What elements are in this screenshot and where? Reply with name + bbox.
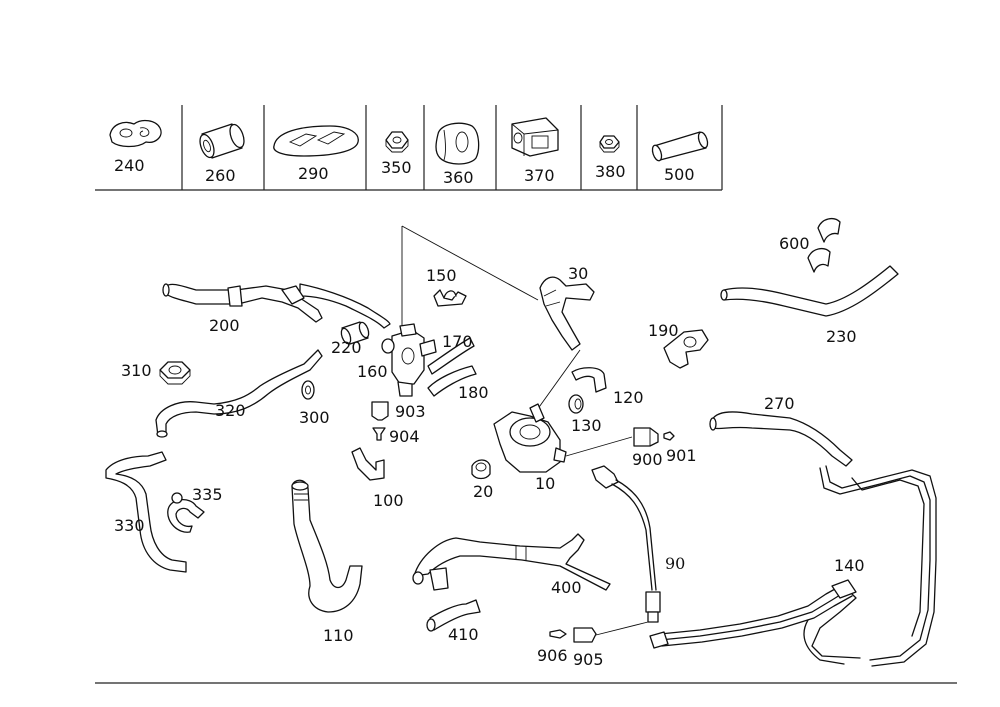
hose-410 xyxy=(426,599,481,632)
hose-120 xyxy=(571,367,607,393)
pin-901 xyxy=(663,431,675,441)
line-assembly-140 xyxy=(649,465,937,667)
label-906: 906 xyxy=(537,646,568,665)
label-901: 901 xyxy=(666,446,697,465)
legend-label-260: 260 xyxy=(205,166,236,185)
label-10: 10 xyxy=(535,474,555,493)
label-110: 110 xyxy=(323,626,354,645)
holder-clip-190 xyxy=(663,329,709,369)
label-320: 320 xyxy=(215,401,246,420)
nut-icon xyxy=(599,135,620,153)
pin-906 xyxy=(549,629,567,639)
label-270: 270 xyxy=(764,394,795,413)
label-300: 300 xyxy=(299,408,330,427)
hose-270 xyxy=(709,411,853,467)
clip-600 xyxy=(807,217,841,273)
clip-150 xyxy=(433,289,467,307)
hose-200 xyxy=(162,283,391,329)
connector-900 xyxy=(633,427,659,447)
washer-300 xyxy=(301,380,315,400)
mount-20 xyxy=(471,459,491,480)
hose-tube-icon xyxy=(651,131,709,162)
label-905: 905 xyxy=(573,650,604,669)
nut-icon xyxy=(385,131,409,153)
label-170: 170 xyxy=(442,332,473,351)
label-120: 120 xyxy=(613,388,644,407)
hose-320 xyxy=(155,349,323,438)
label-330: 330 xyxy=(114,516,145,535)
label-180: 180 xyxy=(458,383,489,402)
pin-904 xyxy=(372,427,386,441)
grommet-plate-icon xyxy=(273,125,359,157)
water-pump-10 xyxy=(493,403,567,473)
label-400: 400 xyxy=(551,578,582,597)
label-310: 310 xyxy=(121,361,152,380)
hose-180 xyxy=(427,365,477,397)
label-30: 30 xyxy=(568,264,588,283)
connector-220 xyxy=(340,321,370,345)
label-230: 230 xyxy=(826,327,857,346)
label-904: 904 xyxy=(389,427,420,446)
hose-110 xyxy=(291,479,363,613)
label-100: 100 xyxy=(373,491,404,510)
valve-160 xyxy=(381,323,437,397)
label-220: 220 xyxy=(331,338,362,357)
rubber-mount-icon xyxy=(435,122,480,165)
hose-sleeve-icon xyxy=(199,123,245,159)
label-130: 130 xyxy=(571,416,602,435)
label-90: 90 xyxy=(665,554,685,573)
legend-strip: 240 260 290 350 360 370 380 500 xyxy=(95,105,723,191)
ring-130 xyxy=(568,394,584,414)
label-200: 200 xyxy=(209,316,240,335)
label-903: 903 xyxy=(395,402,426,421)
hose-assembly-400 xyxy=(412,533,611,591)
label-140: 140 xyxy=(834,556,865,575)
hose-100 xyxy=(351,447,385,481)
hose-230 xyxy=(720,265,899,317)
leader-lines xyxy=(401,225,649,636)
legend-label-500: 500 xyxy=(664,165,695,184)
connector-903 xyxy=(371,401,389,421)
hose-330 xyxy=(105,451,187,573)
label-190: 190 xyxy=(648,321,679,340)
hose-170 xyxy=(427,337,475,375)
label-150: 150 xyxy=(426,266,457,285)
flat-gasket-icon xyxy=(109,119,162,148)
legend-label-360: 360 xyxy=(443,168,474,187)
clamp-335 xyxy=(167,492,205,533)
hose-30 xyxy=(539,276,595,351)
legend-label-240: 240 xyxy=(114,156,145,175)
label-335: 335 xyxy=(192,485,223,504)
holder-bracket-icon xyxy=(511,117,559,157)
legend-label-350: 350 xyxy=(381,158,412,177)
connector-905 xyxy=(573,627,597,643)
legend-label-290: 290 xyxy=(298,164,329,183)
sensor-cable-90 xyxy=(591,465,661,623)
label-410: 410 xyxy=(448,625,479,644)
nut-310 xyxy=(159,361,191,385)
legend-label-380: 380 xyxy=(595,162,626,181)
label-160: 160 xyxy=(357,362,388,381)
label-900: 900 xyxy=(632,450,663,469)
label-20: 20 xyxy=(473,482,493,501)
label-600: 600 xyxy=(779,234,810,253)
legend-label-370: 370 xyxy=(524,166,555,185)
